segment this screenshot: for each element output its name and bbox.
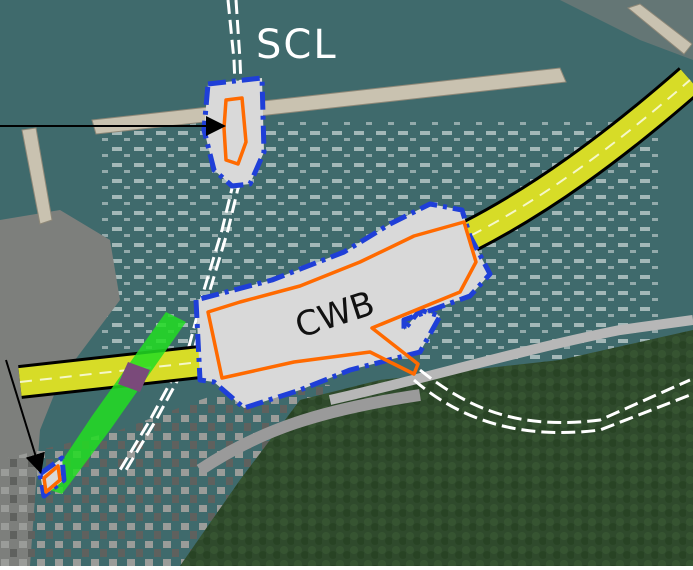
cwb-site-boundary	[206, 220, 478, 380]
scl-rail-line	[118, 0, 238, 471]
green-corridor	[44, 312, 186, 494]
south-urban-area	[0, 380, 330, 566]
sw-site-boundary	[42, 464, 62, 494]
west-breakwater	[21, 127, 53, 225]
cwb-works-area	[193, 201, 493, 411]
hillside-trees	[180, 330, 693, 566]
scl-label: SCL	[256, 22, 338, 68]
interchange-road	[328, 315, 693, 405]
scl-works-area	[201, 75, 267, 189]
north-east-land	[560, 0, 693, 60]
north-east-breakwater	[626, 3, 693, 55]
bypass-highway-centreline	[19, 79, 691, 383]
rail-branch-east	[419, 368, 691, 424]
arrow-pointer-icon	[5, 359, 45, 474]
coastal-road	[196, 389, 421, 475]
rail-branch-east-2	[413, 378, 691, 434]
scl-rail-line-east	[124, 0, 244, 471]
purple-segment	[118, 362, 150, 392]
